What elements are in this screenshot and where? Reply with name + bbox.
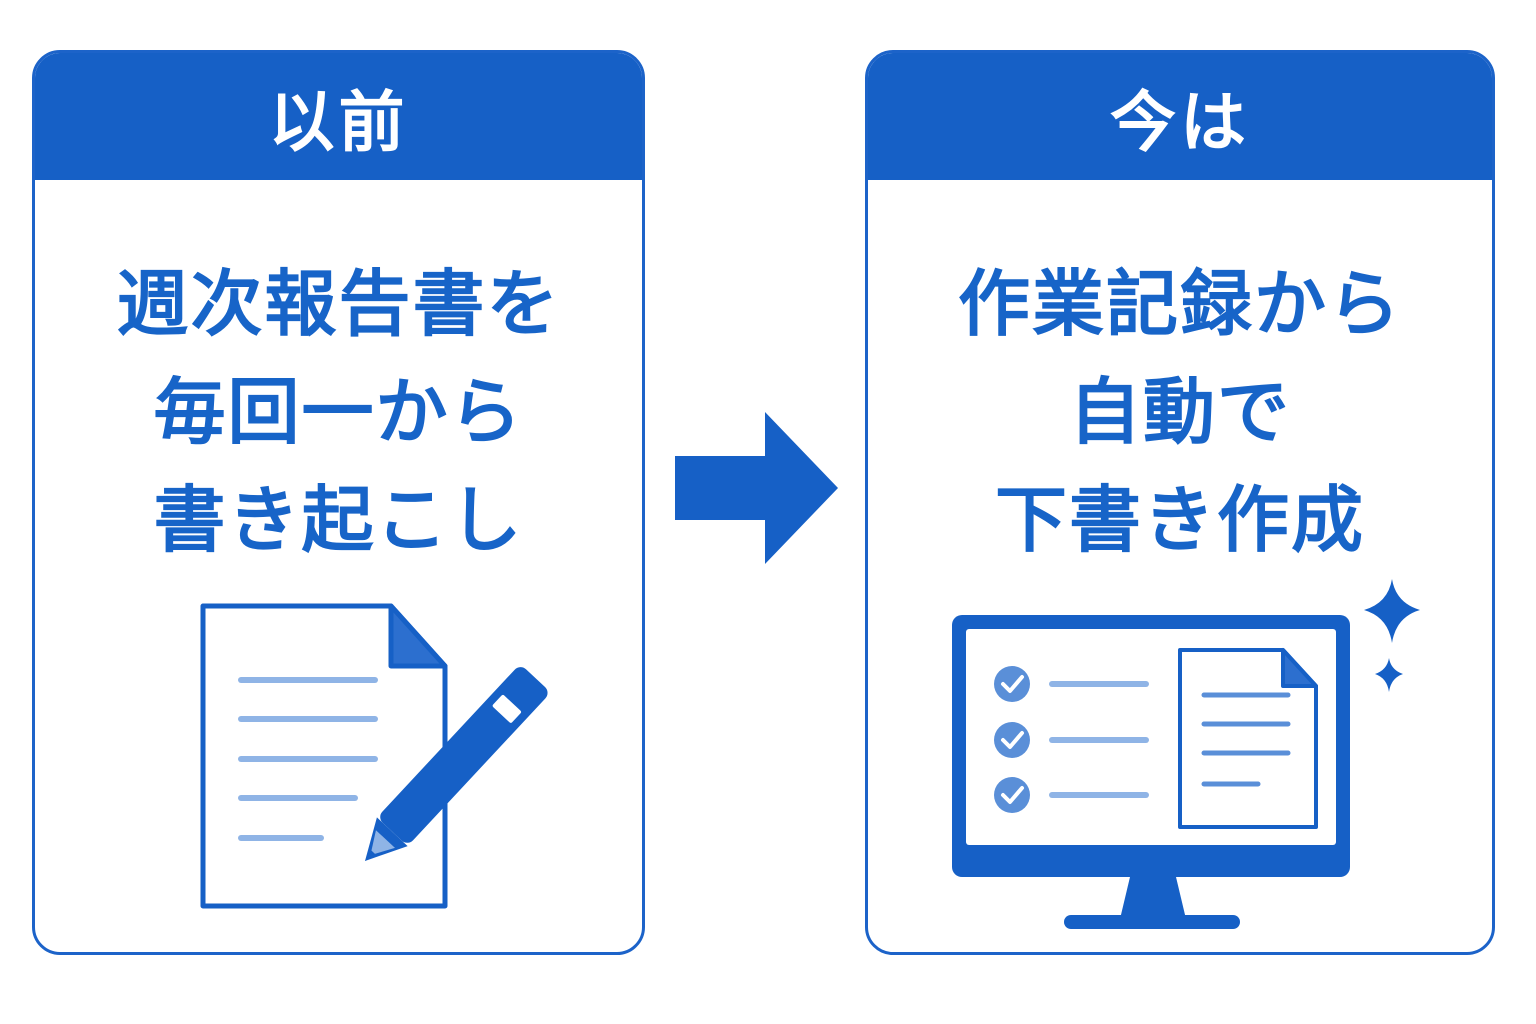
monitor-with-checklist-icon bbox=[952, 579, 1420, 929]
check-circle-icon bbox=[994, 666, 1030, 813]
after-line-1: 作業記録から bbox=[957, 262, 1402, 346]
before-text: 週次報告書を 毎回一から 書き起こし bbox=[35, 180, 642, 574]
before-line-3: 書き起こし bbox=[153, 478, 524, 562]
after-line-3: 下書き作成 bbox=[994, 478, 1365, 562]
before-line-1: 週次報告書を bbox=[116, 262, 561, 346]
before-header: 以前 bbox=[35, 53, 642, 180]
before-panel: 以前 週次報告書を 毎回一から 書き起こし bbox=[32, 50, 645, 955]
after-text: 作業記録から 自動で 下書き作成 bbox=[868, 180, 1492, 574]
before-line-2: 毎回一から bbox=[153, 370, 524, 454]
after-header: 今は bbox=[868, 53, 1492, 180]
after-panel: 今は 作業記録から 自動で 下書き作成 bbox=[865, 50, 1495, 955]
right-arrow-icon bbox=[675, 412, 838, 564]
sparkle-icon bbox=[1364, 579, 1420, 692]
after-line-2: 自動で bbox=[1068, 370, 1291, 454]
document-with-pencil-icon bbox=[200, 603, 548, 909]
